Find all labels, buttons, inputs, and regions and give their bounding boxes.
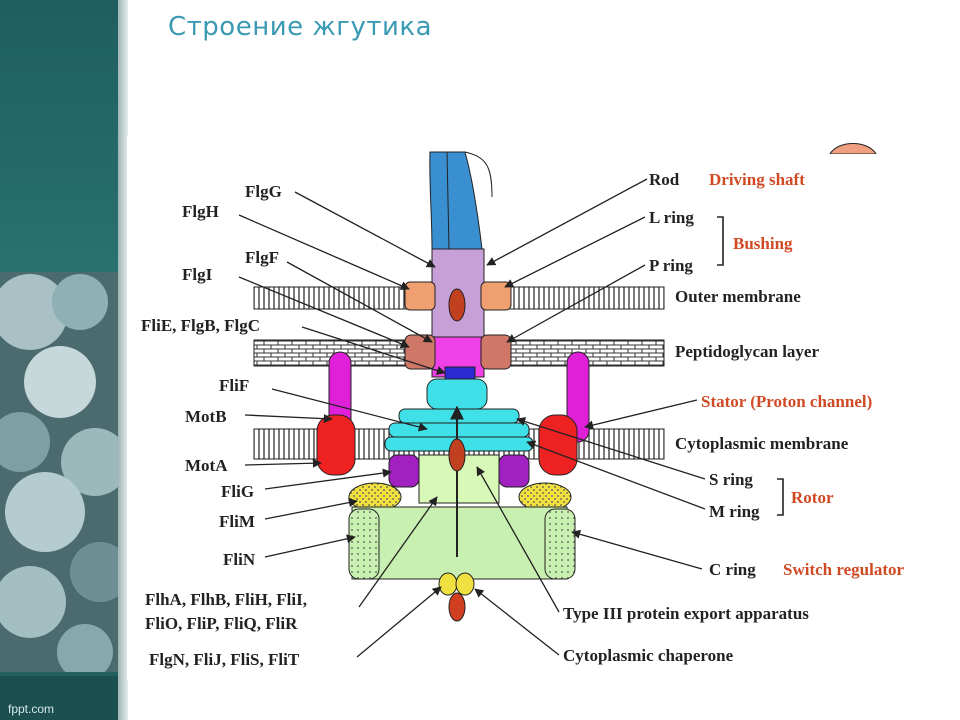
label-chaperone-components: FlgN, FliJ, FliS, FliT xyxy=(149,650,300,669)
bacteria-photo xyxy=(0,272,118,672)
p-ring xyxy=(480,334,512,370)
flagellum-svg: FlgG FlgH FlgF FlgI FliE, FlgB, FlgC Fli… xyxy=(141,151,904,669)
l-ring xyxy=(480,281,512,311)
label-flif: FliF xyxy=(219,376,249,395)
function-rotor: Rotor xyxy=(791,488,834,507)
sidebar-decoration: fppt.com xyxy=(0,0,118,720)
flin xyxy=(348,508,380,580)
footer-bar xyxy=(0,676,118,720)
label-mota: MotA xyxy=(185,456,228,475)
label-motb: MotB xyxy=(185,407,227,426)
slide-title: Строение жгутика xyxy=(168,12,433,42)
label-c-ring: C ring xyxy=(709,560,756,579)
flig xyxy=(498,454,530,488)
chaperone-cargo xyxy=(448,592,466,622)
l-ring xyxy=(404,281,436,311)
label-flgf: FlgF xyxy=(245,248,279,267)
label-flim: FliM xyxy=(219,512,255,531)
label-cytoplasmic-chaperone: Cytoplasmic chaperone xyxy=(563,646,734,665)
ms-ring xyxy=(426,378,488,410)
filament xyxy=(429,151,483,250)
label-outer-membrane: Outer membrane xyxy=(675,287,801,306)
ms-ring xyxy=(398,408,520,424)
label-flie-flgb-flgc: FliE, FlgB, FlgC xyxy=(141,316,260,335)
label-type3-components-2: FliO, FliP, FliQ, FliR xyxy=(145,614,298,633)
label-flgg: FlgG xyxy=(245,182,282,201)
flagellum-diagram: FlgG FlgH FlgF FlgI FliE, FlgB, FlgC Fli… xyxy=(127,137,960,680)
label-flig: FliG xyxy=(221,482,254,501)
label-s-ring: S ring xyxy=(709,470,753,489)
function-switch-regulator: Switch regulator xyxy=(783,560,904,579)
label-peptidoglycan-layer: Peptidoglycan layer xyxy=(675,342,819,361)
secretion-cargo xyxy=(448,288,466,322)
secretion-cargo xyxy=(448,438,466,472)
function-driving-shaft: Driving shaft xyxy=(709,170,805,189)
label-flgi: FlgI xyxy=(182,265,213,284)
mota-stator xyxy=(316,414,356,476)
function-stator: Stator (Proton channel) xyxy=(701,392,872,411)
label-p-ring: P ring xyxy=(649,256,693,275)
sidebar-strip xyxy=(118,0,128,720)
chaperone xyxy=(455,572,475,596)
label-type3-components-1: FlhA, FlhB, FliH, FliI, xyxy=(145,590,307,609)
label-cytoplasmic-membrane: Cytoplasmic membrane xyxy=(675,434,849,453)
label-type3-export: Type III protein export apparatus xyxy=(563,604,809,623)
label-l-ring: L ring xyxy=(649,208,694,227)
cropped-graphic xyxy=(829,143,877,154)
flin xyxy=(544,508,576,580)
flig xyxy=(388,454,420,488)
label-flgh: FlgH xyxy=(182,202,219,221)
function-bushing: Bushing xyxy=(733,234,793,253)
label-rod: Rod xyxy=(649,170,680,189)
p-ring xyxy=(404,334,436,370)
label-flin: FliN xyxy=(223,550,256,569)
mota-stator xyxy=(538,414,578,476)
label-m-ring: M ring xyxy=(709,502,760,521)
chaperone xyxy=(438,572,458,596)
footer-brand: fppt.com xyxy=(8,702,55,716)
